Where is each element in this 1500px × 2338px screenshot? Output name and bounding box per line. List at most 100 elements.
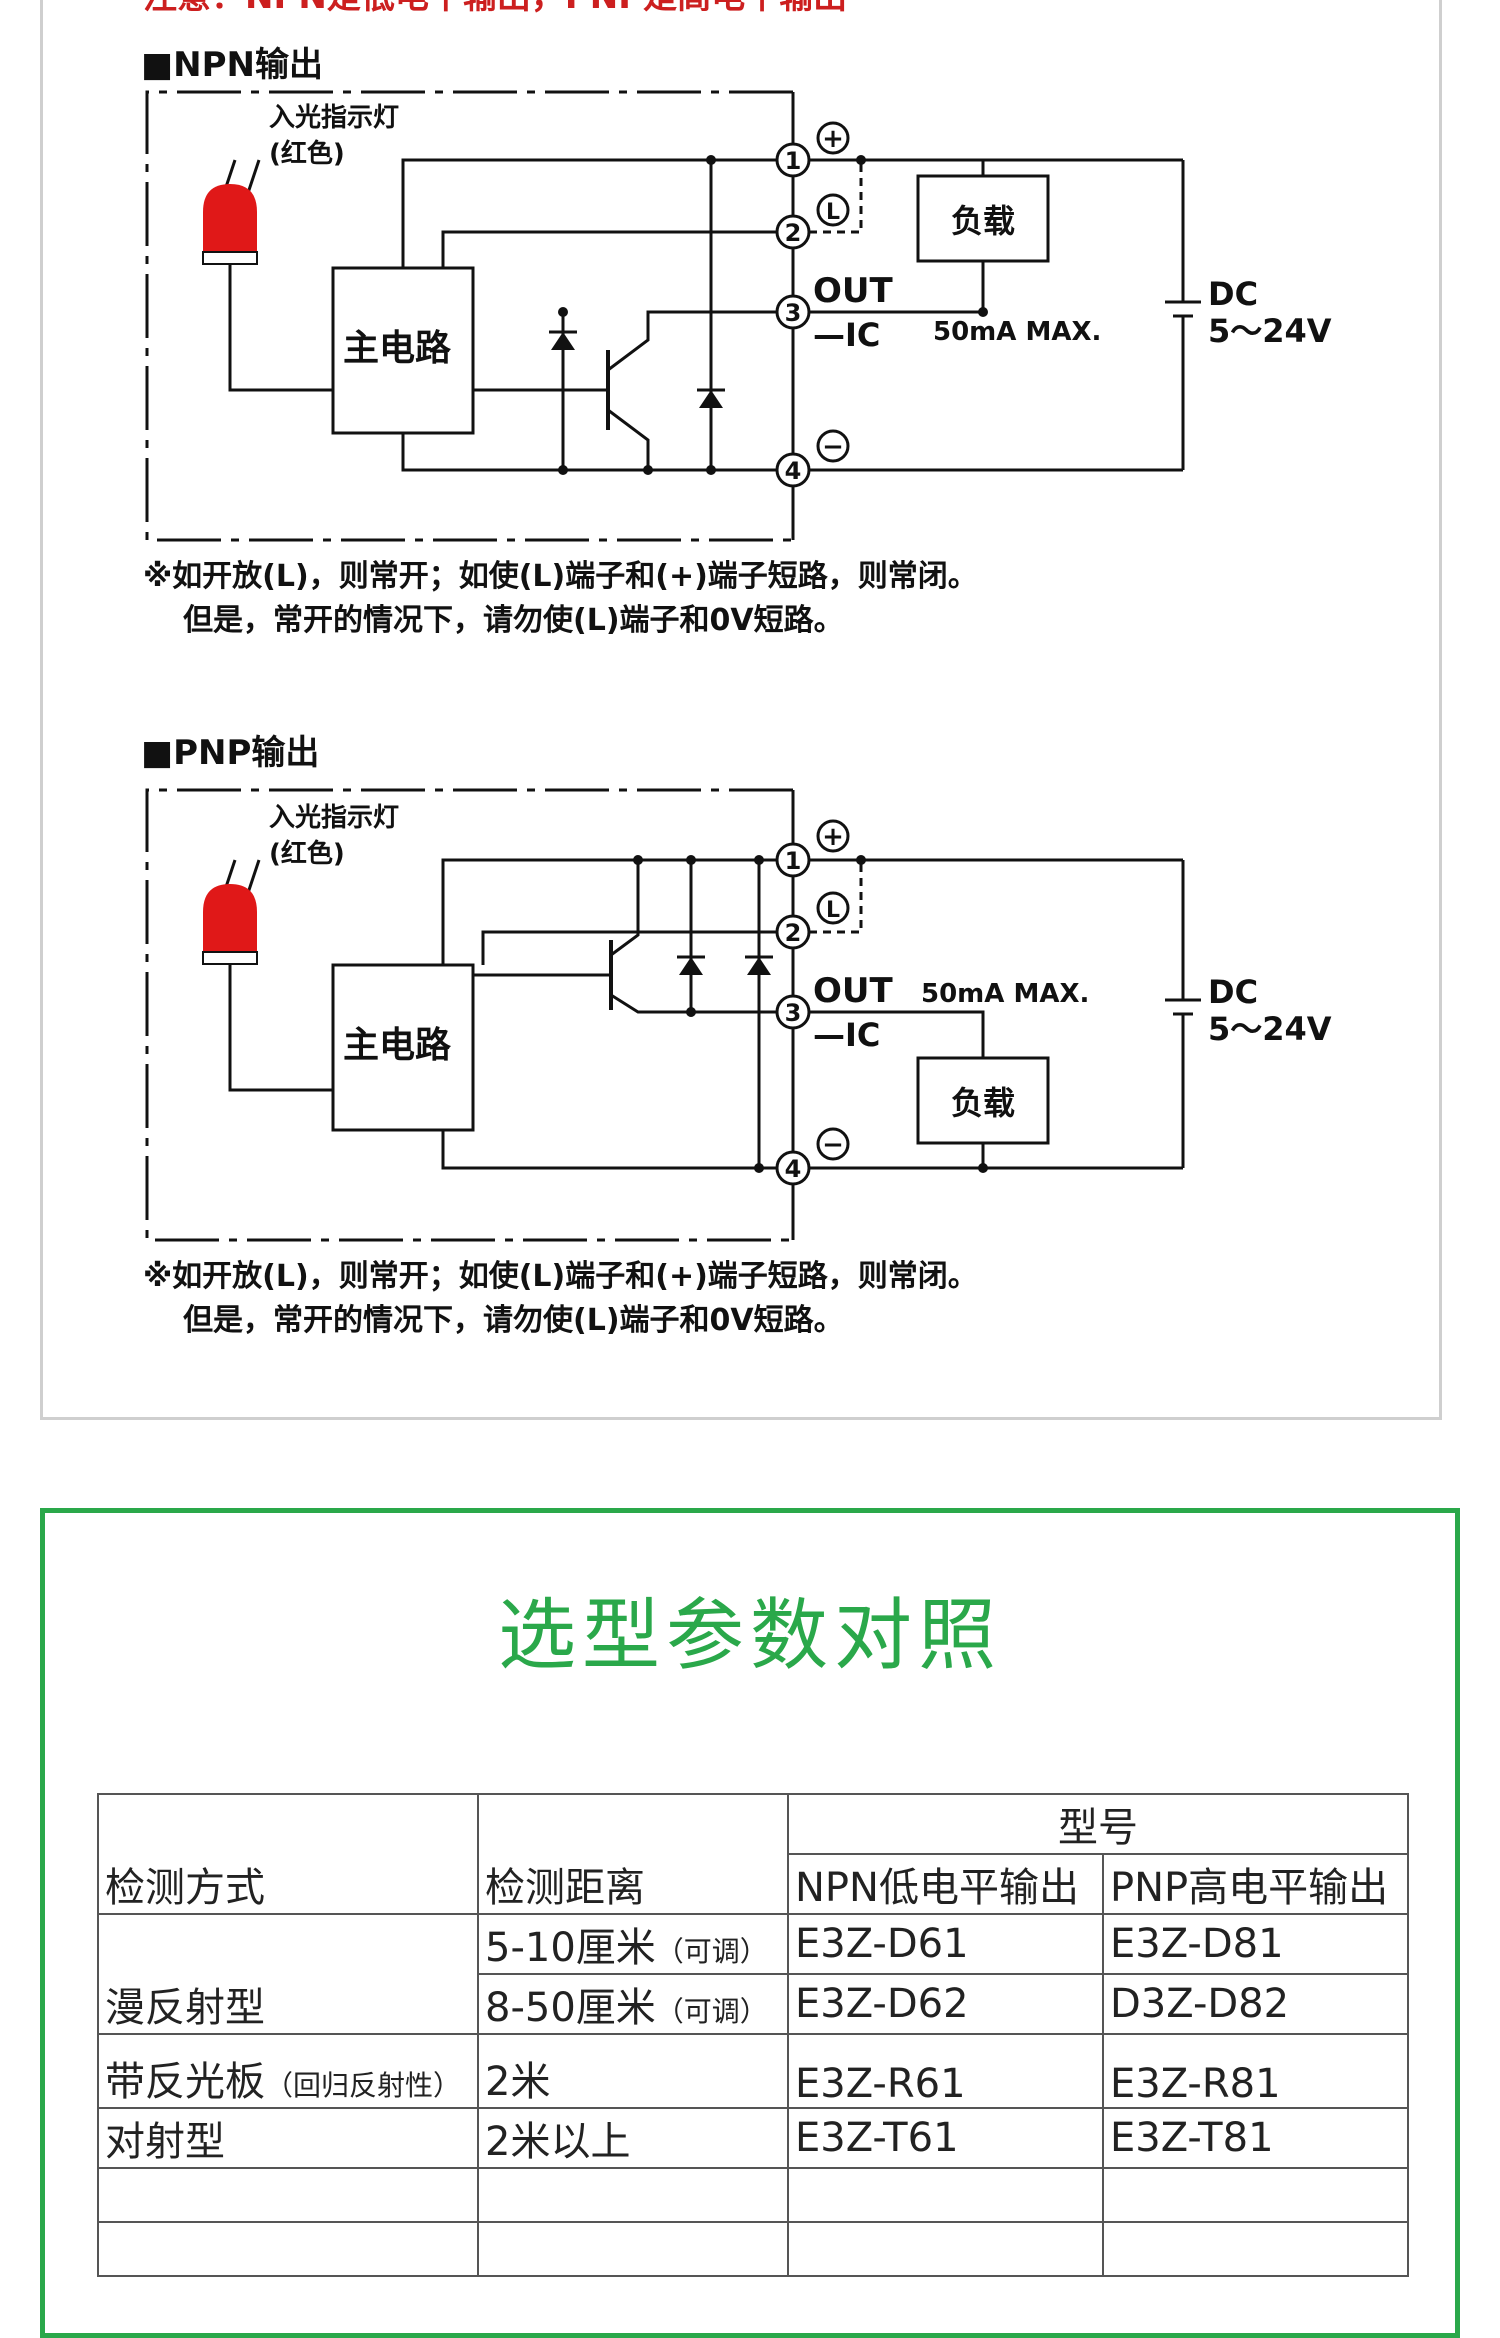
pnp-node: [754, 855, 764, 865]
npn-dc-label: DC: [1208, 275, 1258, 313]
pnp-node: [686, 1007, 696, 1017]
cell-method: 对射型: [97, 2107, 479, 2169]
cell-npn: E3Z-D62: [787, 1973, 1104, 2035]
pnp-out-label: OUT: [813, 971, 894, 1011]
table-row: 漫反射型 5-10厘米（可调） E3Z-D61 E3Z-D81: [97, 1913, 1409, 2035]
pnp-emitter: [610, 860, 640, 957]
npn-zener2-icon: [699, 390, 723, 408]
cell-distance: 2米: [477, 2033, 789, 2109]
pnp-l-jumper: [809, 860, 863, 934]
pnp-l-label: L: [826, 898, 840, 923]
selection-panel: 选型参数对照 检测方式 检测距离 型号 NPN低电平输出 PNP高电平输出 漫反…: [40, 1508, 1460, 2338]
npn-minus-label: −: [822, 432, 844, 462]
pnp-housing: [145, 788, 793, 1242]
npn-led-label: 入光指示灯: [269, 103, 399, 133]
npn-main-circuit-box: [331, 266, 475, 435]
pnp-node: [686, 855, 696, 865]
npn-wire-2: [441, 230, 791, 268]
cell-method: 漫反射型: [97, 1913, 479, 2035]
empty-cell: [1102, 2167, 1409, 2223]
npn-led-color-label: (红色): [269, 138, 345, 169]
distance-note: （可调）: [655, 1995, 768, 2028]
pnp-collector: [610, 993, 791, 1014]
npn-main-circuit-label: 主电路: [343, 328, 452, 369]
npn-note-line2: 但是，常开的情况下，请勿使(L)端子和0V短路。: [183, 603, 844, 638]
method-note: （回归反射性）: [265, 2069, 462, 2102]
cell-pnp: D3Z-D82: [1102, 1973, 1409, 2035]
pnp-heading: ■PNP输出: [141, 733, 319, 773]
selection-title: 选型参数对照: [497, 1591, 1002, 1681]
pnp-l-icon: [816, 891, 850, 925]
npn-terminal-2-label: 2: [785, 219, 802, 247]
npn-emitter: [607, 408, 650, 470]
pnp-led-color-label: (红色): [269, 838, 345, 869]
pnp-wire-1: [441, 858, 791, 965]
npn-node: [856, 155, 866, 165]
npn-node: [558, 307, 568, 317]
npn-wire-1: [401, 158, 791, 268]
pnp-dc-label: DC: [1208, 973, 1258, 1011]
table-header-row: 检测方式 检测距离 型号: [97, 1793, 1409, 1915]
npn-max-current: 50mA MAX.: [933, 317, 1101, 347]
empty-cell: [477, 2167, 789, 2223]
pnp-wire-4: [441, 1130, 791, 1170]
table-empty-row: [97, 2221, 1409, 2277]
cell-distance: 2米以上: [477, 2107, 789, 2169]
pnp-zener-icon: [679, 957, 703, 975]
empty-cell: [97, 2167, 479, 2223]
method-text: 漫反射型: [105, 1985, 265, 2031]
cell-method: 带反光板（回归反射性）: [97, 2033, 479, 2109]
pnp-main-circuit-label: 主电路: [343, 1025, 452, 1066]
npn-collector: [607, 310, 791, 372]
empty-cell: [477, 2221, 789, 2277]
npn-led-wire: [228, 264, 333, 392]
npn-plus-label: +: [822, 124, 844, 154]
npn-plus-icon: [816, 121, 850, 155]
npn-terminal-3-label: 3: [785, 299, 802, 327]
parameter-table: 检测方式 检测距离 型号 NPN低电平输出 PNP高电平输出 漫反射型 5-10…: [97, 1793, 1409, 2277]
pnp-main-circuit-box: [331, 963, 475, 1132]
npn-l-label: L: [826, 200, 840, 225]
distance-note: （可调）: [655, 1935, 768, 1968]
pnp-plus-icon: [816, 819, 850, 853]
npn-circuit: ■NPN输出 入光指示灯 (红色) 主电路 1: [141, 45, 1332, 638]
table-row: 带反光板（回归反射性） 2米 E3Z-R61 E3Z-R81: [97, 2033, 1409, 2109]
pnp-load-box: [916, 1056, 1050, 1145]
header-pnp: PNP高电平输出: [1102, 1853, 1409, 1915]
pnp-led-icon: [203, 884, 257, 952]
pnp-ic-label: —IC: [813, 1016, 880, 1054]
pnp-led-label: 入光指示灯: [269, 803, 399, 833]
npn-load-label: 负载: [951, 202, 1015, 240]
cell-npn: E3Z-R61: [787, 2033, 1104, 2109]
empty-cell: [787, 2167, 1104, 2223]
header-method: 检测方式: [97, 1793, 479, 1915]
top-note: 注意：NPN是低电平输出，PNP是高电平输出: [143, 0, 847, 17]
pnp-zener2-icon: [747, 957, 771, 975]
npn-node: [706, 155, 716, 165]
pnp-terminal-1-label: 1: [785, 847, 802, 875]
pnp-note-line1: ※如开放(L)，则常开；如使(L)端子和(+)端子短路，则常闭。: [143, 1259, 978, 1294]
npn-housing: [145, 90, 793, 542]
npn-out-label: OUT: [813, 271, 894, 311]
cell-distance: 8-50厘米（可调）: [477, 1973, 789, 2035]
npn-ic-label: —IC: [813, 316, 880, 354]
npn-node: [706, 465, 716, 475]
header-model: 型号: [787, 1793, 1409, 1855]
npn-terminal-1-label: 1: [785, 147, 802, 175]
npn-load-box: [916, 174, 1050, 263]
pnp-terminal-2-label: 2: [785, 919, 802, 947]
empty-cell: [97, 2221, 479, 2277]
npn-voltage-label: 5～24V: [1208, 312, 1332, 350]
header-distance: 检测距离: [477, 1793, 789, 1915]
pnp-minus-label: −: [822, 1130, 844, 1160]
pnp-out-wire: [809, 1010, 985, 1058]
npn-l-jumper: [809, 160, 863, 234]
npn-node: [978, 307, 988, 317]
empty-cell: [1102, 2221, 1409, 2277]
npn-led-icon: [203, 184, 257, 252]
pnp-plus-label: +: [822, 822, 844, 852]
npn-led-base: [202, 251, 258, 265]
wiring-diagram-panel: 注意：NPN是低电平输出，PNP是高电平输出 ■NPN输出 入光指示灯 (红色)…: [40, 0, 1442, 1420]
cell-pnp: E3Z-D81: [1102, 1913, 1409, 1975]
table-empty-row: [97, 2167, 1409, 2223]
